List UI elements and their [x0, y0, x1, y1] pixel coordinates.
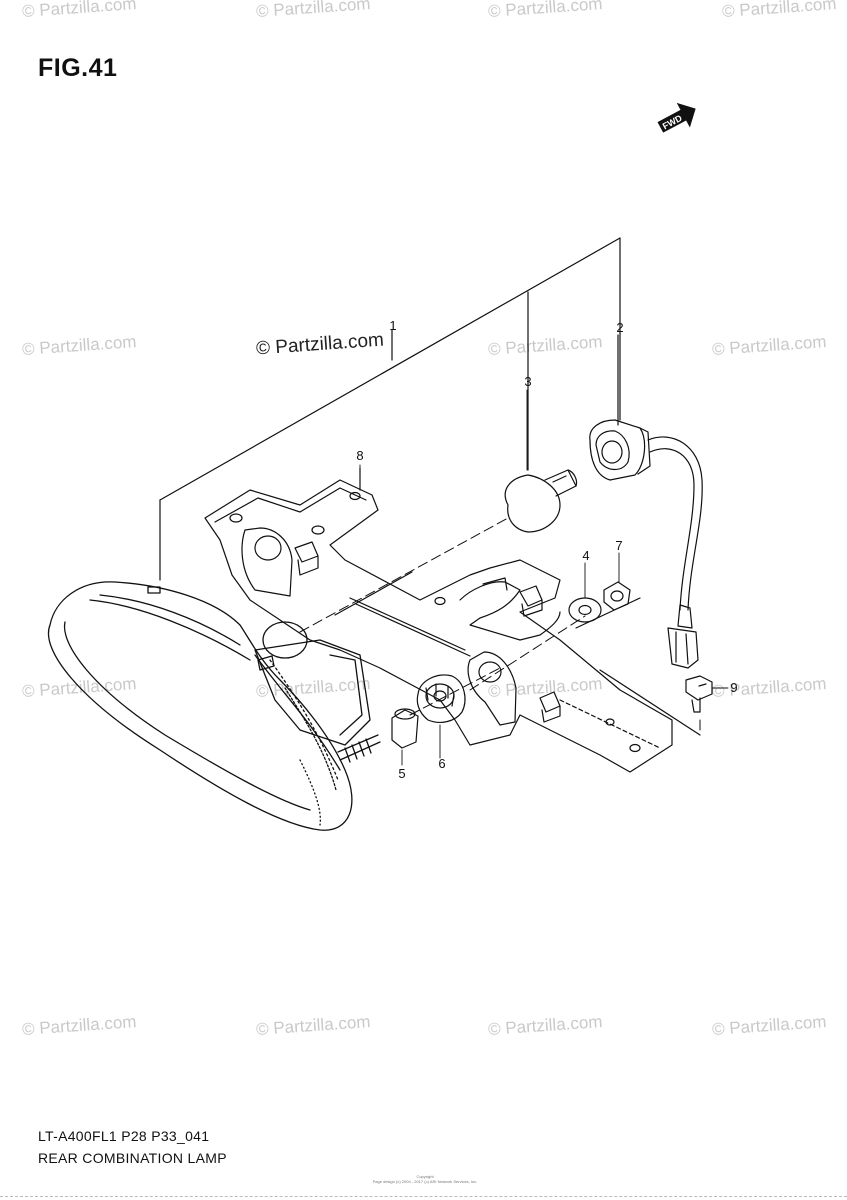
socket-harness — [589, 419, 703, 669]
collar — [391, 708, 419, 749]
callout-1: 1 — [389, 318, 397, 333]
figure-title: FIG.41 — [38, 54, 118, 82]
model-code: LT-A400FL1 P28 P33_041 — [38, 1128, 210, 1144]
bulb — [504, 469, 578, 533]
washer — [568, 597, 602, 623]
bottom-rule — [0, 1196, 847, 1197]
mounting-bracket — [204, 479, 673, 773]
grommet — [416, 674, 466, 723]
copyright-note: Copyright Page design (c) 2004 - 2017 (c… — [300, 1174, 550, 1184]
callout-4: 4 — [582, 548, 590, 563]
callout-6: 6 — [438, 756, 446, 771]
callout-7: 7 — [615, 538, 623, 553]
callout-2: 2 — [616, 320, 624, 335]
assembly-bracket-lines — [159, 237, 621, 581]
assembly-solid-leads — [334, 571, 701, 736]
lamp-housing — [47, 581, 381, 831]
callout-leaders — [359, 339, 729, 766]
copyright-line-1: Copyright — [416, 1174, 434, 1179]
fwd-arrow-icon: FWD — [657, 102, 696, 133]
bolt — [685, 675, 713, 713]
callout-8: 8 — [356, 448, 364, 463]
part-name: REAR COMBINATION LAMP — [38, 1150, 227, 1166]
nut — [603, 581, 631, 611]
copyright-line-2: Page design (c) 2004 - 2017 (c) ARI Netw… — [372, 1179, 478, 1184]
assembly-dashed-lines — [299, 517, 701, 736]
callout-5: 5 — [398, 766, 406, 781]
callout-3: 3 — [524, 374, 532, 389]
callout-9: 9 — [730, 680, 738, 695]
